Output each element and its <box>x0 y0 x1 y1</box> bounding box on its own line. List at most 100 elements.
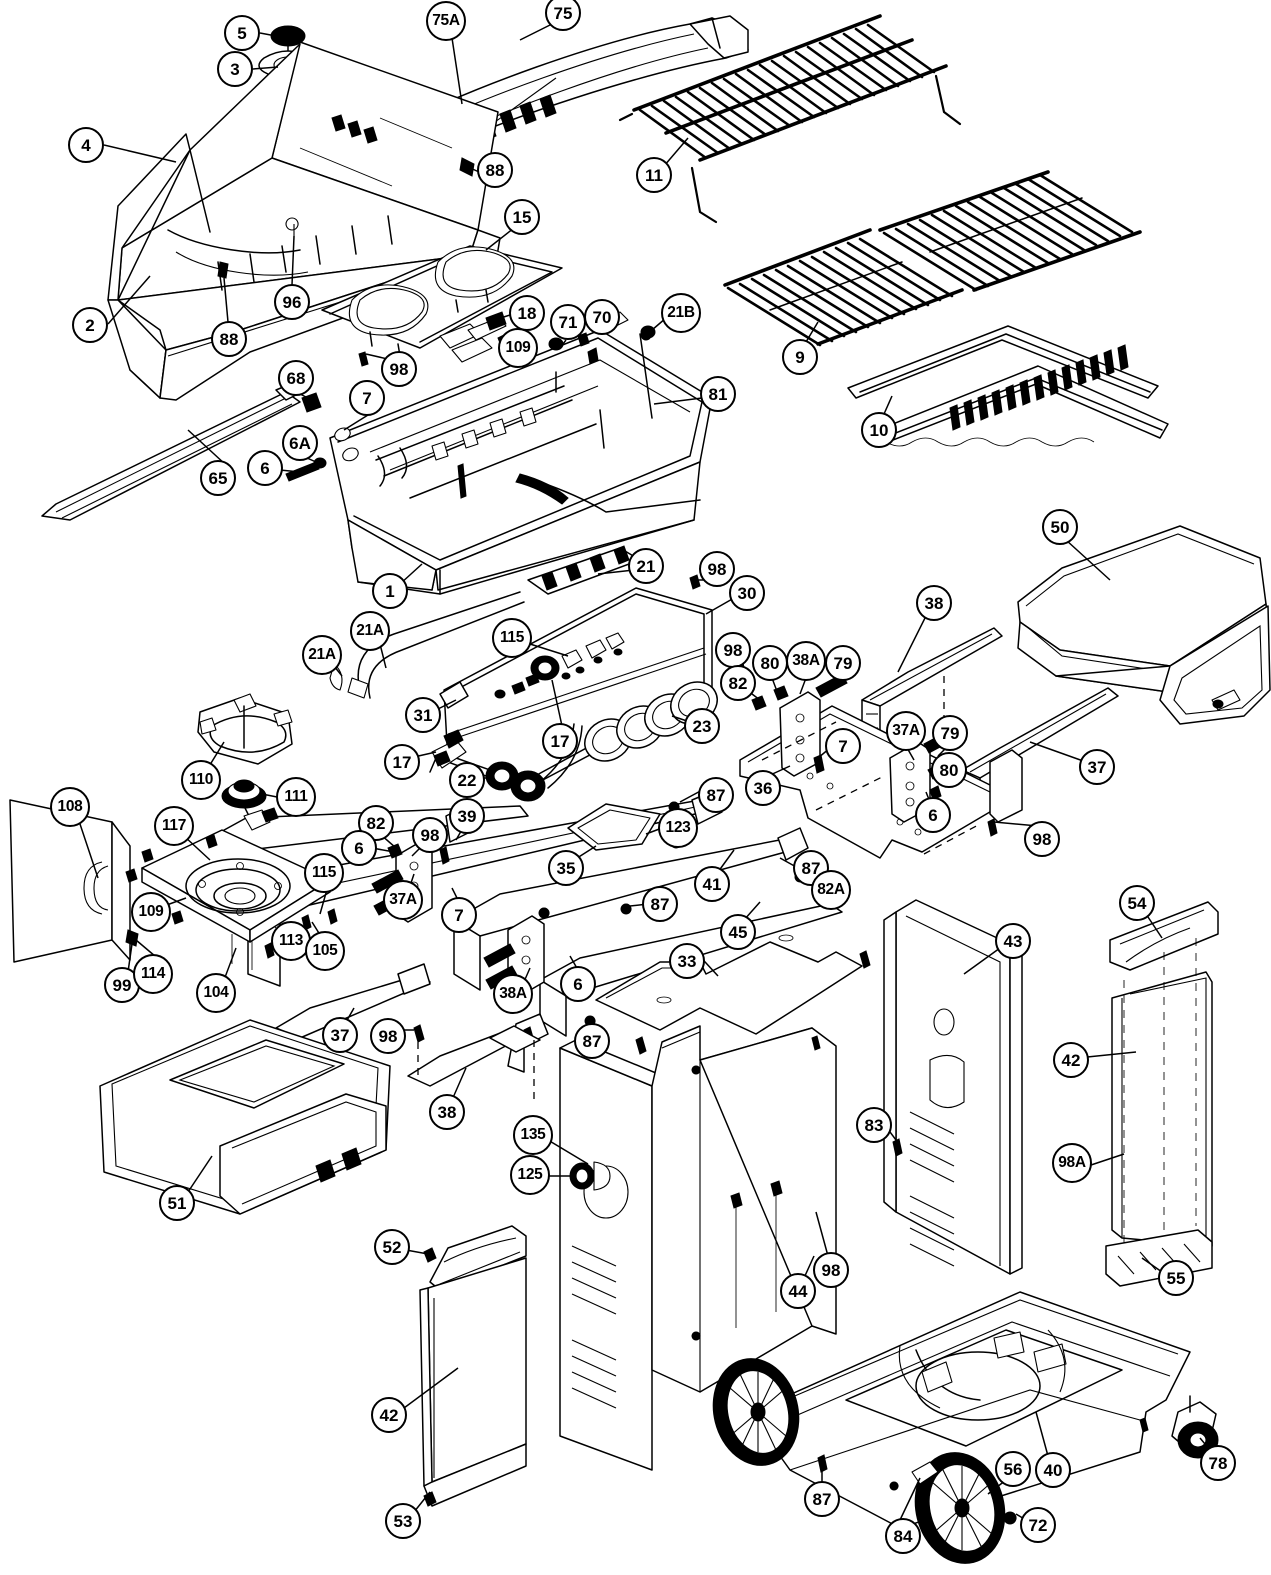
callout-bubble-6: 6 <box>915 797 951 833</box>
callout-bubble-79: 79 <box>825 645 861 681</box>
callout-bubble-96: 96 <box>274 284 310 320</box>
callout-bubble-38A: 38A <box>493 974 533 1014</box>
callout-bubble-52: 52 <box>374 1229 410 1265</box>
callout-bubble-39: 39 <box>449 798 485 834</box>
callout-bubble-53: 53 <box>385 1503 421 1539</box>
callout-bubble-18: 18 <box>509 295 545 331</box>
callout-bubble-43: 43 <box>995 923 1031 959</box>
callout-bubble-98: 98 <box>699 551 735 587</box>
part-frame-brackets <box>205 627 1119 1087</box>
callout-bubble-98: 98 <box>412 817 448 853</box>
callout-bubble-37: 37 <box>322 1017 358 1053</box>
callout-bubble-70: 70 <box>584 299 620 335</box>
callout-bubble-38A: 38A <box>786 641 826 681</box>
callout-bubble-98: 98 <box>1024 821 1060 857</box>
callout-bubble-6: 6 <box>247 450 283 486</box>
part-heat-tents <box>847 325 1169 447</box>
callout-bubble-68: 68 <box>278 360 314 396</box>
part-base-cart <box>712 1291 1219 1564</box>
callout-bubble-31: 31 <box>405 697 441 733</box>
callout-bubble-110: 110 <box>181 760 221 800</box>
callout-bubble-113: 113 <box>271 921 311 961</box>
callout-bubble-115: 115 <box>492 618 532 658</box>
callout-bubble-135: 135 <box>513 1115 553 1155</box>
callout-bubble-11: 11 <box>636 157 672 193</box>
callout-bubble-30: 30 <box>729 575 765 611</box>
callout-bubble-17: 17 <box>384 744 420 780</box>
callout-bubble-87: 87 <box>804 1481 840 1517</box>
callout-bubble-125: 125 <box>510 1155 550 1195</box>
callout-bubble-37A: 37A <box>886 711 926 751</box>
callout-bubble-75A: 75A <box>426 1 466 41</box>
callout-bubble-82: 82 <box>720 665 756 701</box>
callout-bubble-98: 98 <box>370 1018 406 1054</box>
callout-bubble-109: 109 <box>498 328 538 368</box>
callout-bubble-37A: 37A <box>383 880 423 920</box>
callout-bubble-36: 36 <box>745 770 781 806</box>
part-cabinet-panels <box>99 899 1219 1507</box>
callout-bubble-21A: 21A <box>302 635 342 675</box>
callout-bubble-123: 123 <box>658 808 698 848</box>
callout-bubble-1: 1 <box>372 573 408 609</box>
part-warming-lid <box>1017 525 1271 725</box>
callout-bubble-87: 87 <box>698 777 734 813</box>
callout-bubble-79: 79 <box>932 715 968 751</box>
callout-bubble-83: 83 <box>856 1107 892 1143</box>
callout-bubble-33: 33 <box>669 943 705 979</box>
callout-bubble-71: 71 <box>550 304 586 340</box>
callout-bubble-44: 44 <box>780 1273 816 1309</box>
callout-bubble-45: 45 <box>720 914 756 950</box>
callout-bubble-21: 21 <box>628 548 664 584</box>
callout-bubble-87: 87 <box>574 1023 610 1059</box>
callout-bubble-3: 3 <box>217 51 253 87</box>
callout-bubble-82A: 82A <box>811 870 851 910</box>
callout-bubble-17: 17 <box>542 723 578 759</box>
callout-bubble-98: 98 <box>715 632 751 668</box>
callout-bubble-88: 88 <box>211 321 247 357</box>
callout-bubble-6: 6 <box>341 830 377 866</box>
callout-bubble-6A: 6A <box>282 425 318 461</box>
callout-bubble-41: 41 <box>694 866 730 902</box>
callout-bubble-15: 15 <box>504 199 540 235</box>
callout-bubble-38: 38 <box>916 585 952 621</box>
callout-bubble-88: 88 <box>477 152 513 188</box>
callout-bubble-65: 65 <box>200 460 236 496</box>
callout-bubble-23: 23 <box>684 708 720 744</box>
callout-bubble-104: 104 <box>196 973 236 1013</box>
callout-bubble-84: 84 <box>885 1518 921 1554</box>
callout-bubble-54: 54 <box>1119 885 1155 921</box>
callout-bubble-51: 51 <box>159 1185 195 1221</box>
callout-bubble-105: 105 <box>305 931 345 971</box>
callout-bubble-80: 80 <box>931 752 967 788</box>
callout-bubble-5: 5 <box>224 15 260 51</box>
callout-bubble-75: 75 <box>545 0 581 31</box>
part-warming-rack <box>618 14 962 224</box>
callout-bubble-108: 108 <box>50 787 90 827</box>
callout-bubble-114: 114 <box>133 954 173 994</box>
callout-bubble-10: 10 <box>861 412 897 448</box>
callout-bubble-2: 2 <box>72 307 108 343</box>
callout-bubble-56: 56 <box>995 1451 1031 1487</box>
callout-bubble-7: 7 <box>441 897 477 933</box>
callout-bubble-111: 111 <box>276 777 316 817</box>
callout-bubble-21A: 21A <box>350 611 390 651</box>
callout-bubble-7: 7 <box>349 380 385 416</box>
callout-bubble-38: 38 <box>429 1094 465 1130</box>
callout-bubble-98: 98 <box>381 351 417 387</box>
callout-bubble-78: 78 <box>1200 1445 1236 1481</box>
callout-bubble-9: 9 <box>782 339 818 375</box>
callout-bubble-109: 109 <box>131 892 171 932</box>
leader-lines <box>77 21 1211 1521</box>
callout-bubble-6: 6 <box>560 966 596 1002</box>
callout-bubble-37: 37 <box>1079 749 1115 785</box>
callout-bubble-115: 115 <box>304 853 344 893</box>
callout-bubble-40: 40 <box>1035 1452 1071 1488</box>
callout-bubble-22: 22 <box>449 762 485 798</box>
callout-bubble-35: 35 <box>548 850 584 886</box>
callout-bubble-55: 55 <box>1158 1260 1194 1296</box>
callout-bubble-98A: 98A <box>1052 1143 1092 1183</box>
callout-bubble-42: 42 <box>371 1397 407 1433</box>
callout-bubble-4: 4 <box>68 127 104 163</box>
callout-bubble-72: 72 <box>1020 1507 1056 1543</box>
